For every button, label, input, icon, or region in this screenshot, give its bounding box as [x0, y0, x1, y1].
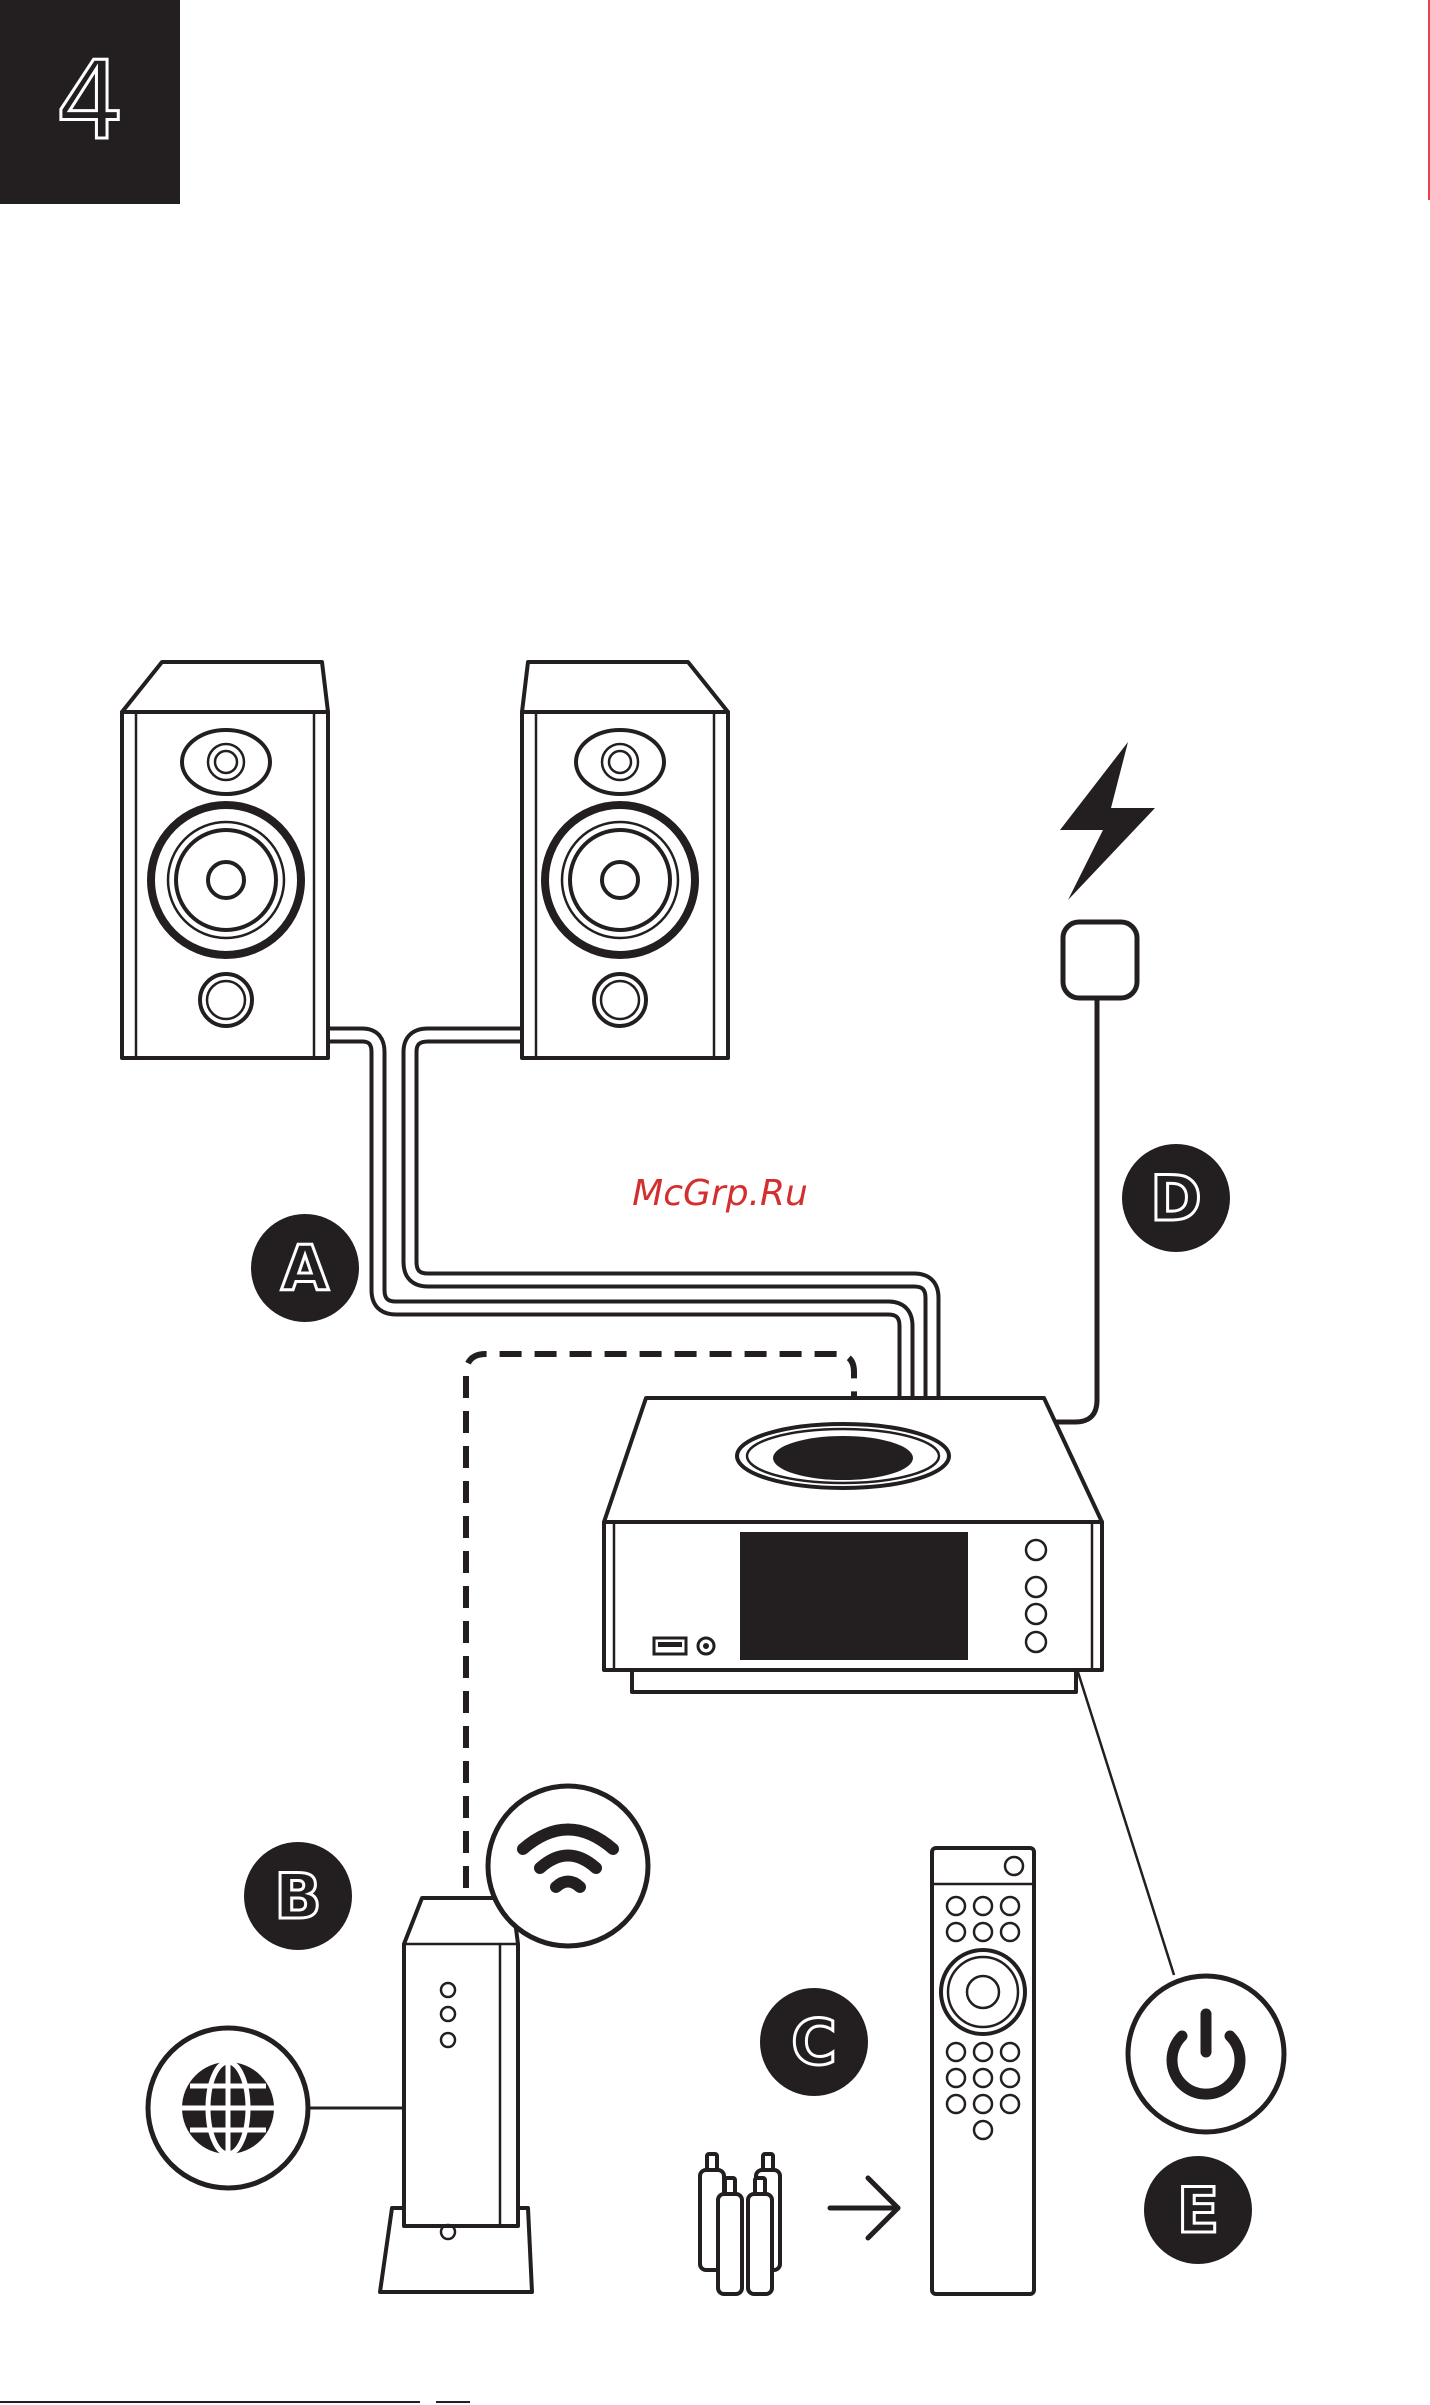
speaker-icon: [522, 662, 728, 1058]
label-b-badge: B: [244, 1842, 352, 1950]
power-cable: [1052, 998, 1097, 1422]
label-e: E: [1177, 2174, 1219, 2247]
router-icon: [380, 1898, 532, 2292]
battery-icon: [700, 2154, 780, 2294]
wifi-icon: [488, 1786, 648, 1946]
label-a-badge: A: [251, 1214, 359, 1322]
remote-control-icon: [932, 1848, 1034, 2294]
power-button-leader-line: [1064, 1628, 1174, 1975]
label-c: C: [791, 2006, 837, 2079]
arrow-right-icon: [830, 2178, 898, 2238]
watermark-text: McGrp.Ru: [600, 1173, 840, 1214]
lightning-icon: [1060, 742, 1155, 900]
label-e-badge: E: [1144, 2156, 1252, 2264]
label-d-badge: D: [1122, 1144, 1230, 1252]
label-a: A: [281, 1232, 329, 1305]
speaker-icon: [122, 662, 328, 1058]
speaker-cable-right: [410, 1035, 932, 1398]
label-d: D: [1150, 1162, 1201, 1235]
streamer-icon: [604, 1398, 1102, 1692]
globe-icon: [148, 2028, 308, 2188]
label-b: B: [274, 1860, 321, 1933]
power-icon: [1128, 1976, 1284, 2132]
label-c-badge: C: [760, 1988, 868, 2096]
mains-plug-icon: [1063, 922, 1137, 998]
